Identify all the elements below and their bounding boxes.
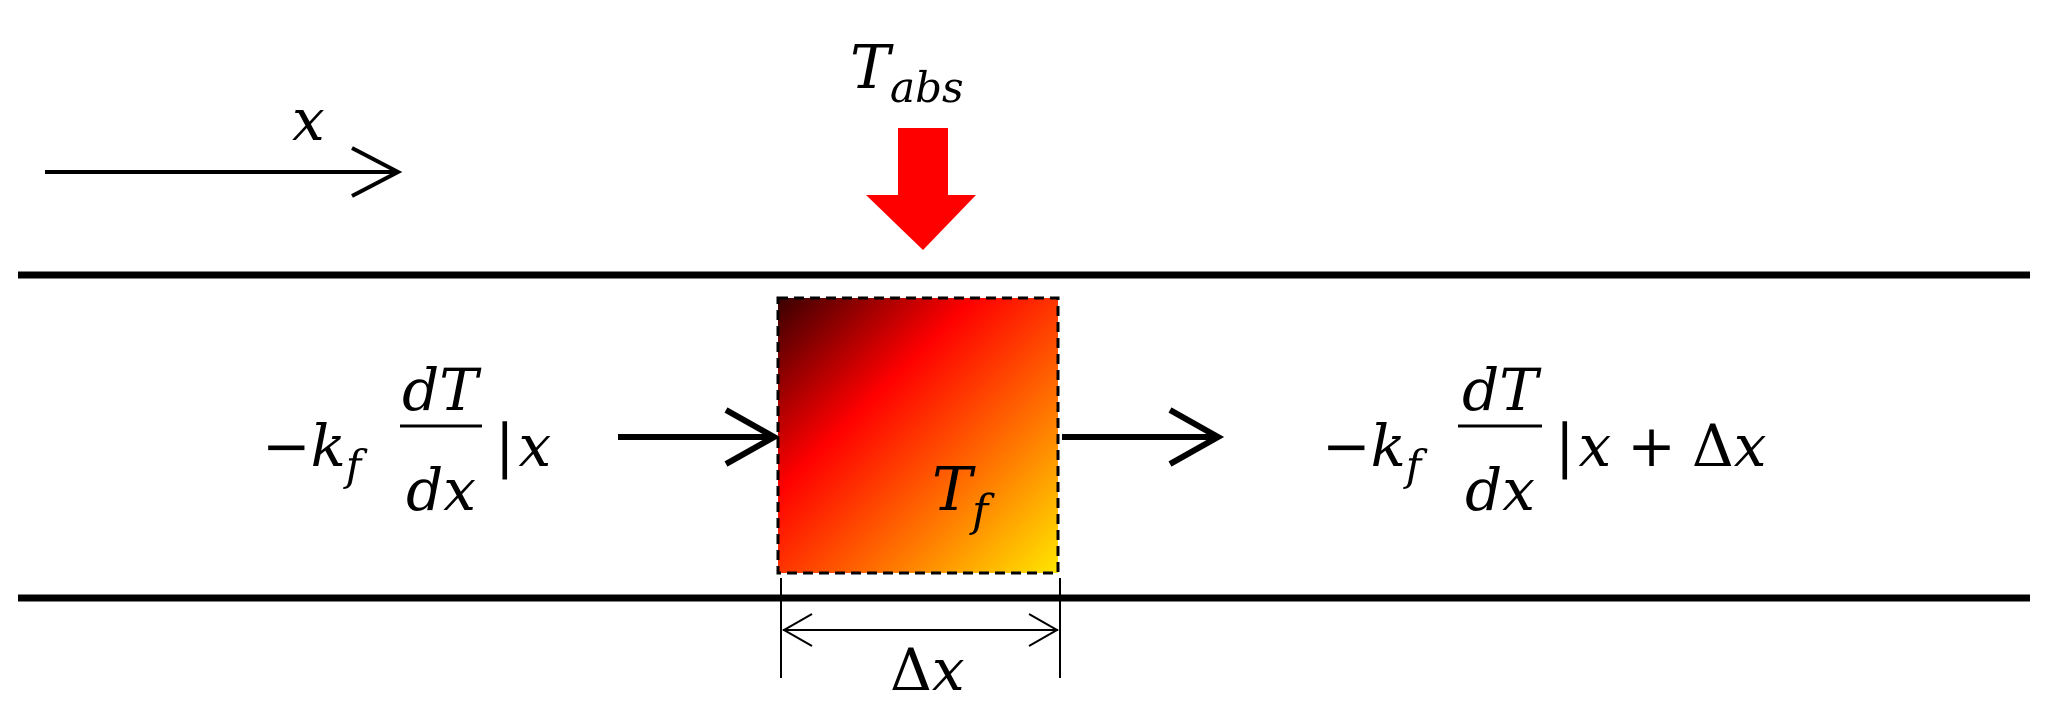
- heat-input-arrow: [866, 128, 976, 250]
- heat-input-symbol: T: [850, 33, 894, 103]
- flux-in-k-subscript: f: [343, 441, 368, 490]
- flux-in-arrow: [618, 407, 781, 467]
- flux-out-delta-var: x: [1734, 412, 1767, 480]
- control-volume: [776, 296, 1060, 575]
- heat-input-label: Tabs: [850, 33, 964, 112]
- flux-out-minus: −: [1322, 412, 1371, 480]
- flux-in-expression: −kf dT dx |x: [262, 356, 551, 524]
- flux-in-position: x: [519, 412, 552, 480]
- width-delta: Δ: [890, 636, 932, 704]
- flux-out-k-subscript: f: [1403, 441, 1428, 490]
- flux-out-expression: −kf dT dx |x+Δx: [1322, 356, 1766, 524]
- flux-out-plus: +: [1627, 412, 1676, 480]
- svg-text:|x+Δx: |x+Δx: [1555, 412, 1766, 480]
- flux-out-numerator: dT: [1462, 356, 1542, 424]
- svg-text:−kf: −kf: [262, 412, 368, 490]
- width-dimension: [780, 578, 1061, 678]
- flux-out-bar: |: [1555, 412, 1575, 480]
- heat-input-subscript: abs: [890, 63, 963, 112]
- flux-in-k: k: [311, 412, 346, 480]
- flux-out-arrow: [1062, 407, 1225, 467]
- element-temperature-symbol: T: [932, 455, 976, 525]
- flux-in-denominator: dx: [406, 456, 476, 524]
- flux-in-bar: |: [495, 412, 515, 480]
- width-label: Δx: [890, 636, 965, 704]
- width-variable: x: [932, 636, 965, 704]
- svg-text:−kf: −kf: [1322, 412, 1428, 490]
- flux-out-k: k: [1371, 412, 1406, 480]
- flux-out-delta: Δ: [1692, 412, 1734, 480]
- x-direction-arrow: [45, 146, 403, 198]
- flux-in-minus: −: [262, 412, 311, 480]
- flux-in-numerator: dT: [402, 356, 482, 424]
- flux-out-denominator: dx: [1465, 456, 1535, 524]
- x-axis-label: x: [292, 86, 325, 154]
- svg-text:|x: |x: [495, 412, 551, 480]
- flux-out-position: x: [1579, 412, 1612, 480]
